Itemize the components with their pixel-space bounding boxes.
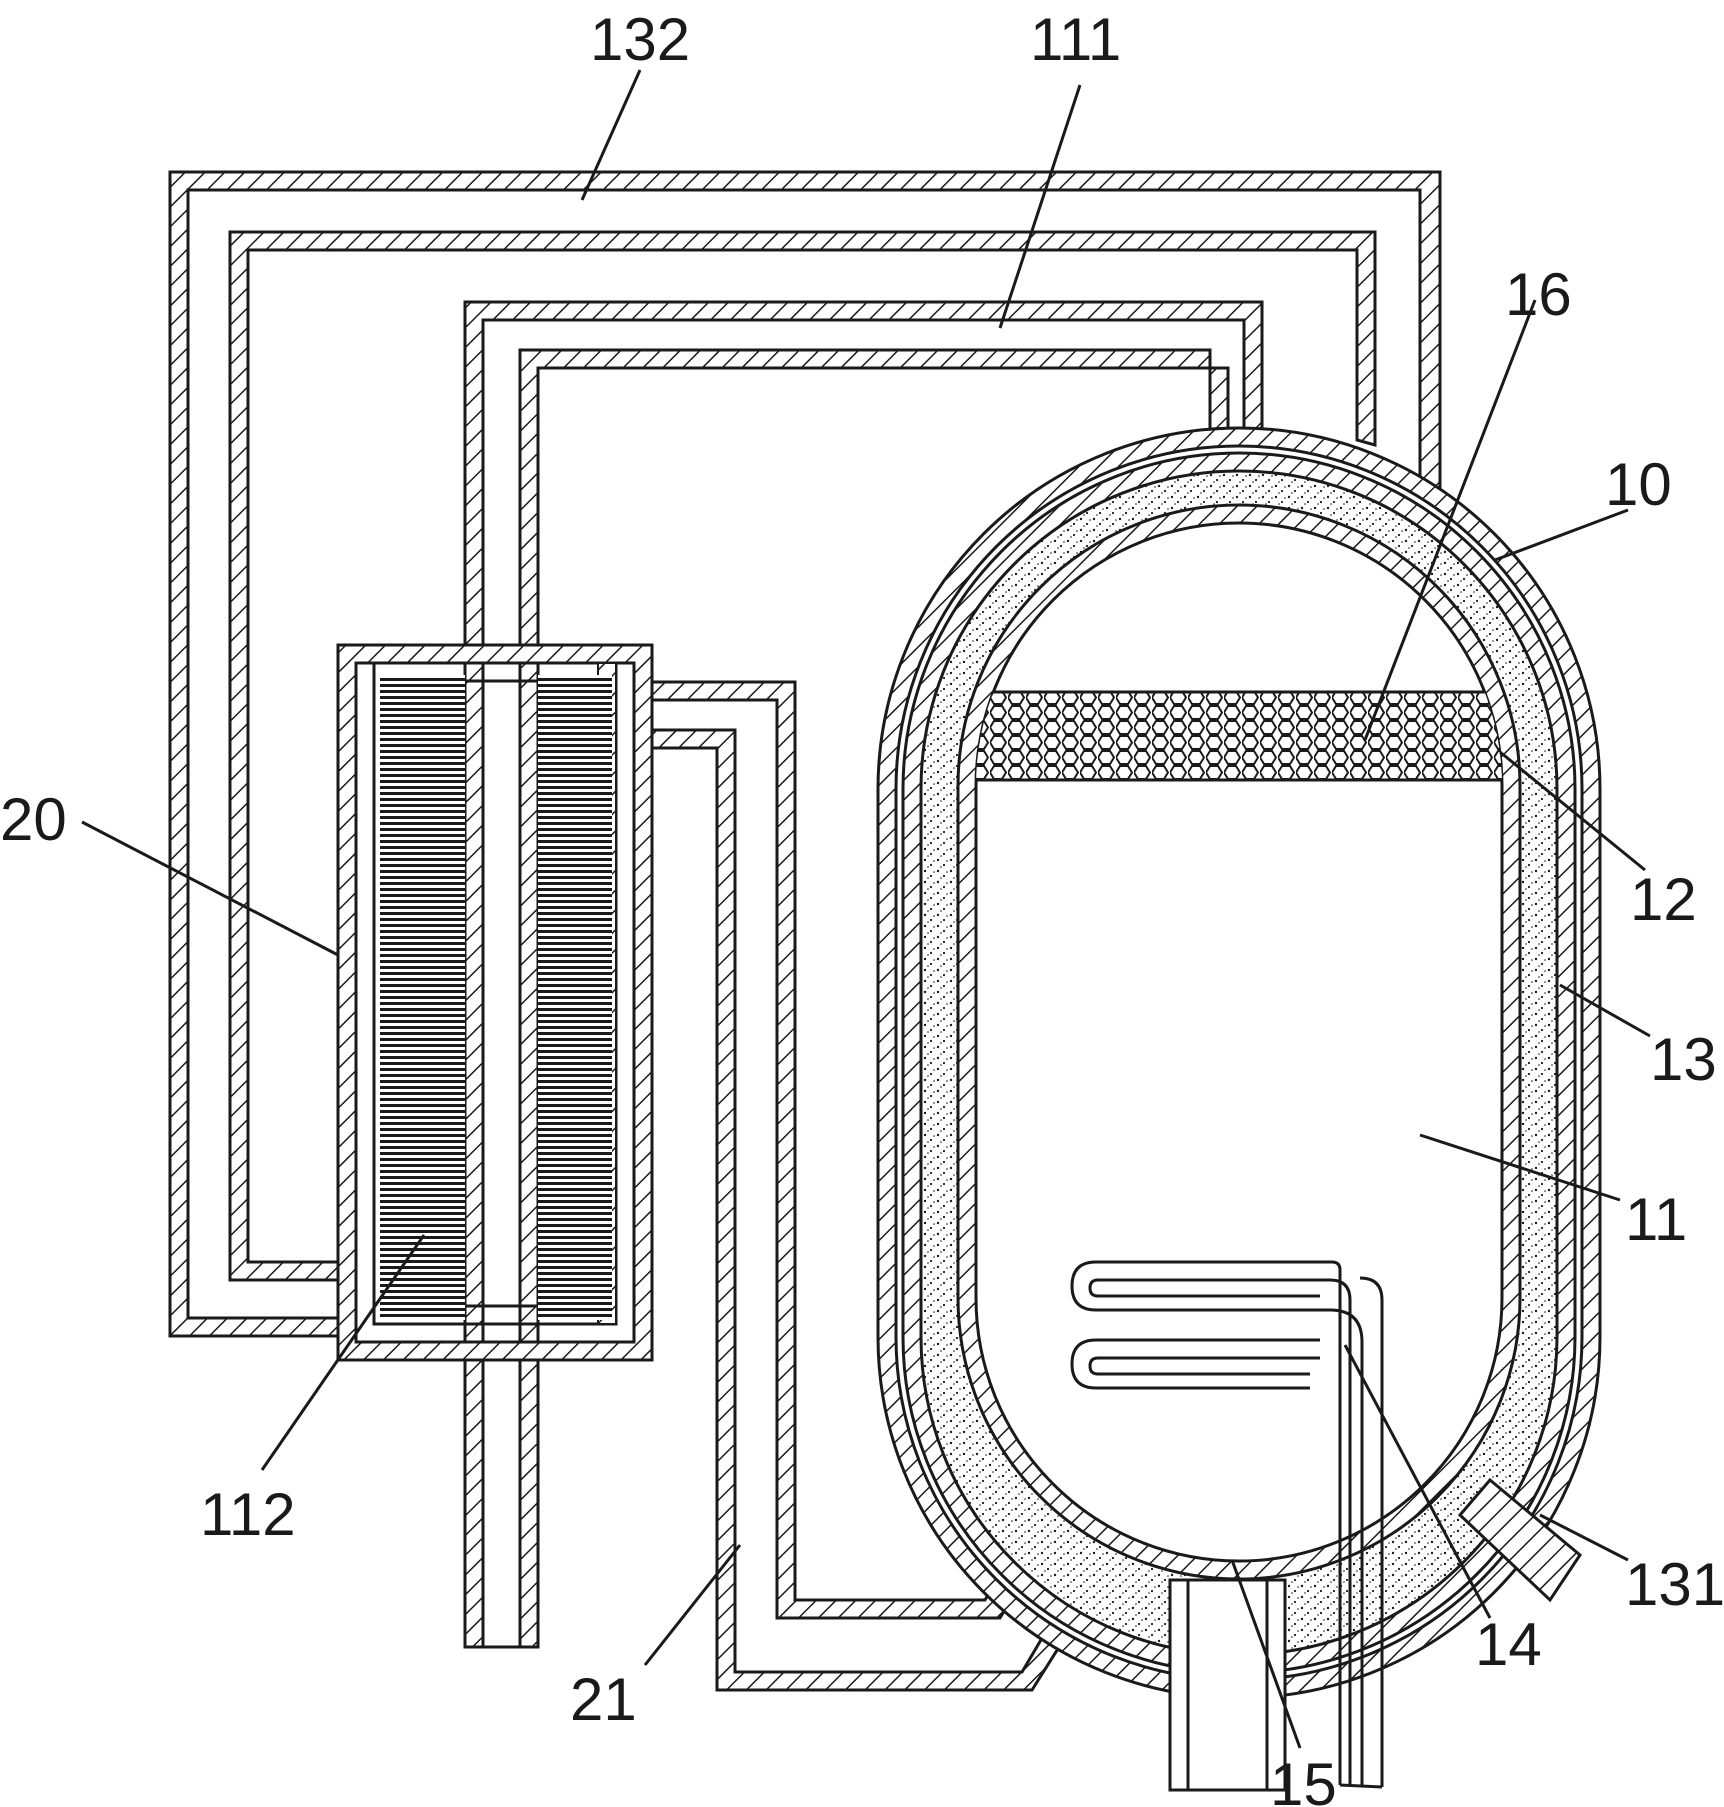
label-111: 111 <box>1030 6 1121 73</box>
reference-labels: 132 111 16 10 12 13 11 20 112 21 15 14 1… <box>0 6 1724 1807</box>
honeycomb-16 <box>976 690 1502 782</box>
label-10: 10 <box>1605 451 1672 518</box>
tank-assembly <box>876 426 1602 1792</box>
label-20: 20 <box>0 786 67 853</box>
label-131: 131 <box>1625 1551 1724 1618</box>
label-132: 132 <box>590 6 690 73</box>
leader-lines <box>81 69 1651 1749</box>
label-14: 14 <box>1475 1611 1542 1678</box>
label-12: 12 <box>1630 866 1697 933</box>
label-11: 11 <box>1625 1186 1687 1253</box>
fins-112-left <box>380 675 465 1320</box>
label-13: 13 <box>1650 1026 1717 1093</box>
inner-tank-11 <box>974 521 1504 1563</box>
heat-exchanger-20 <box>336 643 654 1362</box>
coil-14 <box>1070 1260 1384 1789</box>
label-21: 21 <box>570 1666 637 1733</box>
label-112: 112 <box>200 1481 296 1548</box>
label-16: 16 <box>1505 261 1572 328</box>
fins-112-right <box>538 675 612 1320</box>
port-131 <box>1457 1477 1582 1603</box>
label-15: 15 <box>1270 1751 1337 1807</box>
